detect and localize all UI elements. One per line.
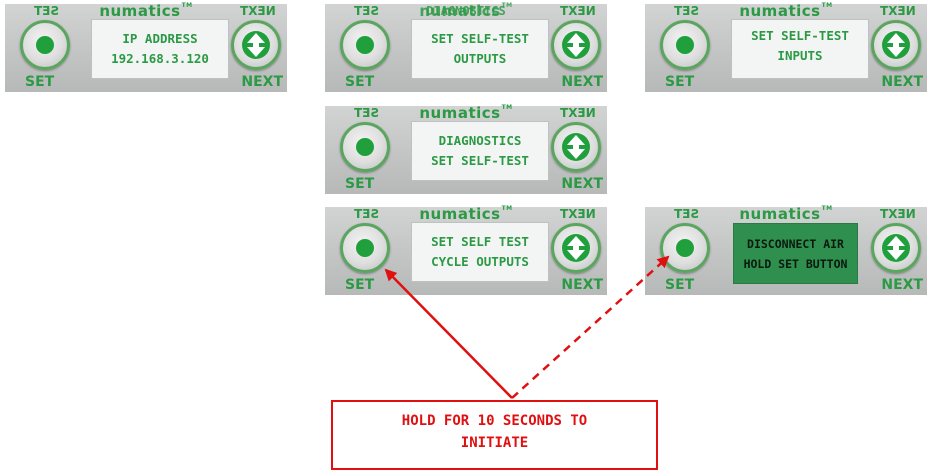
- display-line-1: SET SELF-TEST: [431, 31, 529, 46]
- next-label: NEXT: [561, 176, 603, 192]
- hold-instruction-callout: HOLD FOR 10 SECONDS TO INITIATE: [331, 400, 658, 470]
- set-dot-icon: [356, 138, 374, 156]
- up-down-arrow-icon: [562, 234, 590, 262]
- set-label: SET: [665, 277, 695, 293]
- lcd-display-active: DISCONNECT AIR HOLD SET BUTTON: [733, 223, 858, 284]
- next-label: NEXT: [241, 74, 283, 90]
- next-label: NEXT: [561, 74, 603, 90]
- set-dot-icon: [676, 36, 694, 54]
- next-label: NEXT: [881, 277, 923, 293]
- display-line-1: DIAGNOSTICS: [438, 133, 522, 148]
- next-label: NEXT: [881, 74, 923, 90]
- up-down-arrow-icon: [242, 31, 270, 59]
- next-button[interactable]: [871, 223, 921, 273]
- next-button[interactable]: [871, 20, 921, 70]
- brand-logo: numaticsTM: [419, 2, 513, 20]
- brand-logo: numaticsTM: [739, 205, 833, 223]
- set-dot-icon: [356, 36, 374, 54]
- display-line-1: IP ADDRESS: [122, 31, 198, 46]
- next-button[interactable]: [551, 223, 601, 273]
- overlapping-text: DIAGNOSTICS: [426, 4, 506, 18]
- brand-logo: numaticsTM: [419, 205, 513, 223]
- display-line-2: OUTPUTS: [453, 51, 507, 66]
- set-dot-icon: [676, 239, 694, 257]
- display-line-2: SET SELF-TEST: [431, 153, 529, 168]
- solid-arrow: [384, 268, 513, 399]
- callout-line-1: HOLD FOR 10 SECONDS TO: [401, 413, 588, 429]
- set-button[interactable]: [660, 20, 710, 70]
- set-label: SET: [25, 74, 55, 90]
- up-down-arrow-icon: [562, 133, 590, 161]
- display-panel-diagnostics: SET numaticsTM NEXT DIAGNOSTICS SET SELF…: [325, 104, 607, 194]
- brand-logo: numaticsTM: [739, 2, 833, 20]
- display-panel-set-self-test-inputs: SET numaticsTM NEXT SET SELF-TEST INPUTS…: [645, 2, 927, 92]
- display-line-1: SET SELF-TEST: [751, 28, 849, 43]
- lcd-display: DIAGNOSTICS SET SELF-TEST: [411, 121, 549, 181]
- callout-line-2: INITIATE: [460, 435, 529, 451]
- display-line-2: CYCLE OUTPUTS: [431, 254, 529, 269]
- display-line-2: HOLD SET BUTTON: [743, 256, 848, 271]
- display-panel-set-self-test-cycle-outputs: SET numaticsTM NEXT SET SELF TEST CYCLE …: [325, 205, 607, 295]
- next-label: NEXT: [561, 277, 603, 293]
- brand-logo: numaticsTM: [419, 104, 513, 122]
- display-panel-set-self-test-outputs: SET DIAGNOSTICS numaticsTM NEXT SET SELF…: [325, 2, 607, 92]
- display-line-2: 192.168.3.120: [111, 51, 209, 66]
- display-line-1: DISCONNECT AIR: [747, 236, 844, 251]
- set-button[interactable]: [20, 20, 70, 70]
- dashed-arrow: [511, 255, 670, 399]
- up-down-arrow-icon: [562, 31, 590, 59]
- set-button[interactable]: [340, 20, 390, 70]
- set-label: SET: [345, 277, 375, 293]
- brand-logo: numaticsTM: [99, 2, 193, 20]
- up-down-arrow-icon: [882, 234, 910, 262]
- display-line-2: INPUTS: [777, 48, 823, 63]
- display-panel-disconnect-air: SET numaticsTM NEXT DISCONNECT AIR HOLD …: [645, 205, 927, 295]
- up-down-arrow-icon: [882, 31, 910, 59]
- set-label: SET: [345, 74, 375, 90]
- set-label: SET: [345, 176, 375, 192]
- display-line-1: SET SELF TEST: [431, 234, 529, 249]
- next-button[interactable]: [551, 122, 601, 172]
- display-panel-ip-address: SET numaticsTM NEXT IP ADDRESS 192.168.3…: [5, 2, 287, 92]
- next-button[interactable]: [231, 20, 281, 70]
- set-dot-icon: [356, 239, 374, 257]
- set-button[interactable]: [340, 223, 390, 273]
- set-dot-icon: [36, 36, 54, 54]
- set-label: SET: [665, 74, 695, 90]
- lcd-display: SET SELF-TEST INPUTS: [731, 19, 869, 79]
- lcd-display: IP ADDRESS 192.168.3.120: [91, 19, 229, 79]
- lcd-display: SET SELF-TEST OUTPUTS: [411, 19, 549, 79]
- next-button[interactable]: [551, 20, 601, 70]
- lcd-display: SET SELF TEST CYCLE OUTPUTS: [411, 222, 549, 282]
- set-button[interactable]: [340, 122, 390, 172]
